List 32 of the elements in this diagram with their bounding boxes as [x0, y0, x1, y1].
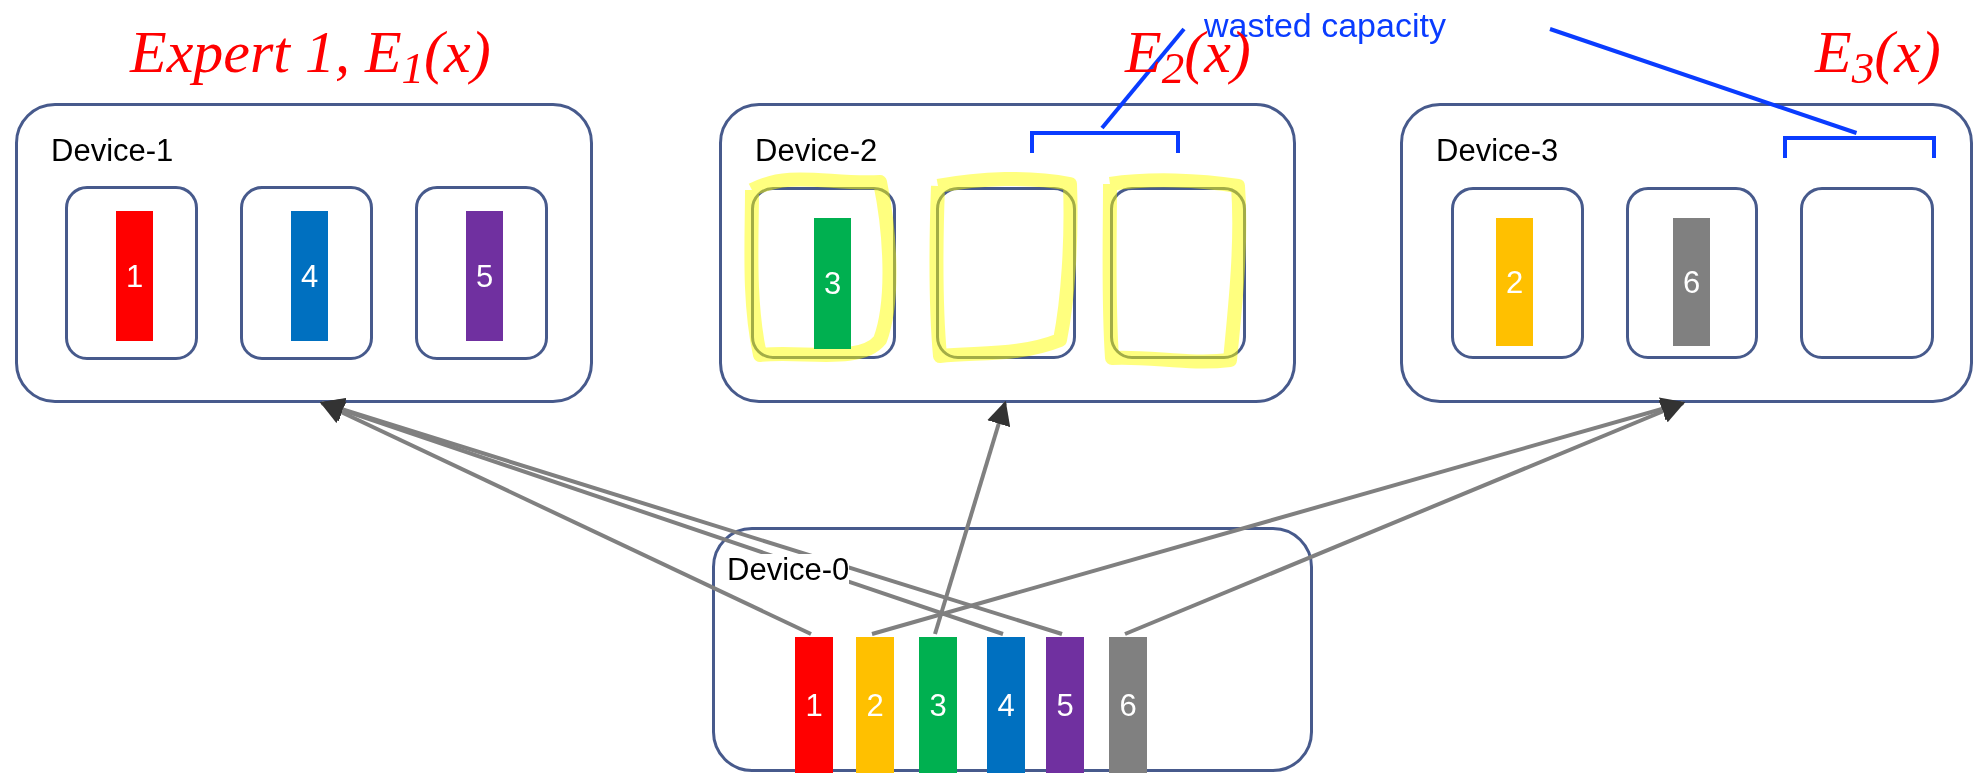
- device-box: [15, 103, 593, 403]
- expert-token: 4: [291, 211, 328, 341]
- expert-token: 5: [1046, 637, 1084, 773]
- expert-token: 2: [1496, 218, 1533, 346]
- expert-token: 1: [795, 637, 833, 773]
- leader-line: [1549, 27, 1858, 135]
- slot-box: [240, 186, 373, 360]
- bracket: [1783, 136, 1936, 158]
- arrow: [1124, 400, 1686, 636]
- arrow: [871, 397, 1686, 636]
- expert-token: 3: [814, 218, 851, 349]
- device-box: [719, 103, 1296, 403]
- expert-token: 4: [987, 637, 1025, 773]
- expert-token: 1: [116, 211, 153, 341]
- leader-line: [1100, 27, 1186, 130]
- slot-box: [1451, 187, 1584, 359]
- device-box: [712, 527, 1313, 772]
- bracket: [1030, 131, 1180, 153]
- slot-box: [1110, 187, 1246, 359]
- arrow: [933, 400, 1011, 635]
- slot-box: [936, 187, 1076, 359]
- expert-token: 6: [1109, 637, 1147, 773]
- slot-box: [1626, 187, 1758, 359]
- device-label: Device-0: [727, 554, 850, 585]
- slot-box: [1800, 187, 1934, 359]
- device-box: [1400, 103, 1973, 403]
- expert-token: 5: [466, 211, 503, 341]
- expert-token: 6: [1673, 218, 1710, 346]
- expert-token: 2: [856, 637, 894, 773]
- expert-token: 3: [919, 637, 957, 773]
- slot-box: [415, 186, 548, 360]
- slot-box: [65, 186, 198, 360]
